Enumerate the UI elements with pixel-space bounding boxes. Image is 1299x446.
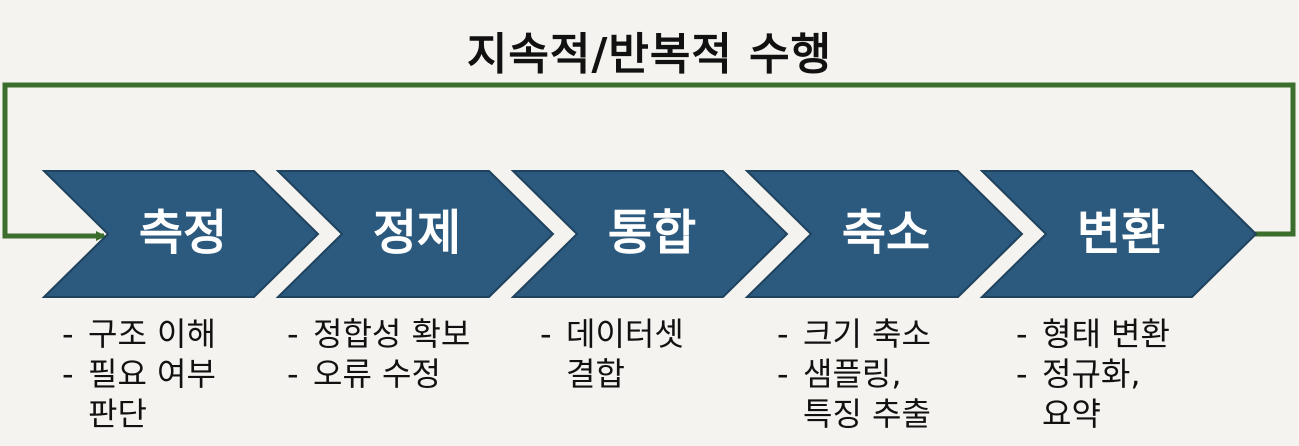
step-notes-cleanse: - 정합성 확보 - 오류 수정: [287, 314, 517, 394]
bullet-dash: -: [777, 355, 789, 393]
step-notes-transform: - 형태 변환 - 정규화, 요약: [1016, 314, 1246, 434]
note-item: - 크기 축소: [777, 314, 1007, 354]
chevron-step-1: [41, 170, 320, 298]
bullet-dash: -: [777, 315, 789, 353]
note-item: - 필요 여부 판단: [62, 354, 292, 434]
step-label-transform: 변환: [1076, 205, 1166, 261]
note-item: - 정합성 확보: [287, 314, 517, 354]
note-item: - 오류 수정: [287, 354, 517, 394]
note-text: 필요 여부 판단: [88, 355, 216, 433]
step-label-reduce: 축소: [841, 205, 931, 261]
feedback-loop-line: [2, 82, 1296, 241]
note-item: - 샘플링, 특징 추출: [777, 354, 1007, 434]
chevron-step-3: [510, 170, 789, 298]
bullet-dash: -: [287, 315, 299, 353]
page-title: 지속적/반복적 수행: [466, 29, 833, 80]
chevron-step-4: [744, 170, 1024, 298]
bullet-dash: -: [1016, 355, 1028, 393]
step-notes-reduce: - 크기 축소 - 샘플링, 특징 추출: [777, 314, 1007, 434]
note-item: - 데이터셋 결합: [540, 314, 770, 394]
step-notes-integrate: - 데이터셋 결합: [540, 314, 770, 394]
note-text: 구조 이해: [88, 315, 216, 353]
bullet-dash: -: [62, 355, 74, 393]
note-item: - 형태 변환: [1016, 314, 1246, 354]
bullet-dash: -: [540, 315, 552, 353]
note-text: 오류 수정: [313, 355, 441, 393]
note-text: 정규화, 요약: [1042, 355, 1141, 433]
note-item: - 구조 이해: [62, 314, 292, 354]
chevron-step-5: [979, 170, 1258, 298]
bullet-dash: -: [62, 315, 74, 353]
note-text: 정합성 확보: [313, 315, 471, 353]
bullet-dash: -: [287, 355, 299, 393]
bullet-dash: -: [1016, 315, 1028, 353]
chevron-step-2: [275, 170, 555, 298]
note-text: 형태 변환: [1042, 315, 1170, 353]
step-label-measure: 측정: [138, 205, 228, 261]
note-text: 샘플링, 특징 추출: [803, 355, 931, 433]
note-text: 크기 축소: [803, 315, 931, 353]
note-item: - 정규화, 요약: [1016, 354, 1246, 434]
step-label-cleanse: 정제: [372, 205, 462, 261]
note-text: 데이터셋 결합: [566, 315, 684, 393]
step-notes-measure: - 구조 이해 - 필요 여부 판단: [62, 314, 292, 434]
step-label-integrate: 통합: [607, 205, 697, 261]
